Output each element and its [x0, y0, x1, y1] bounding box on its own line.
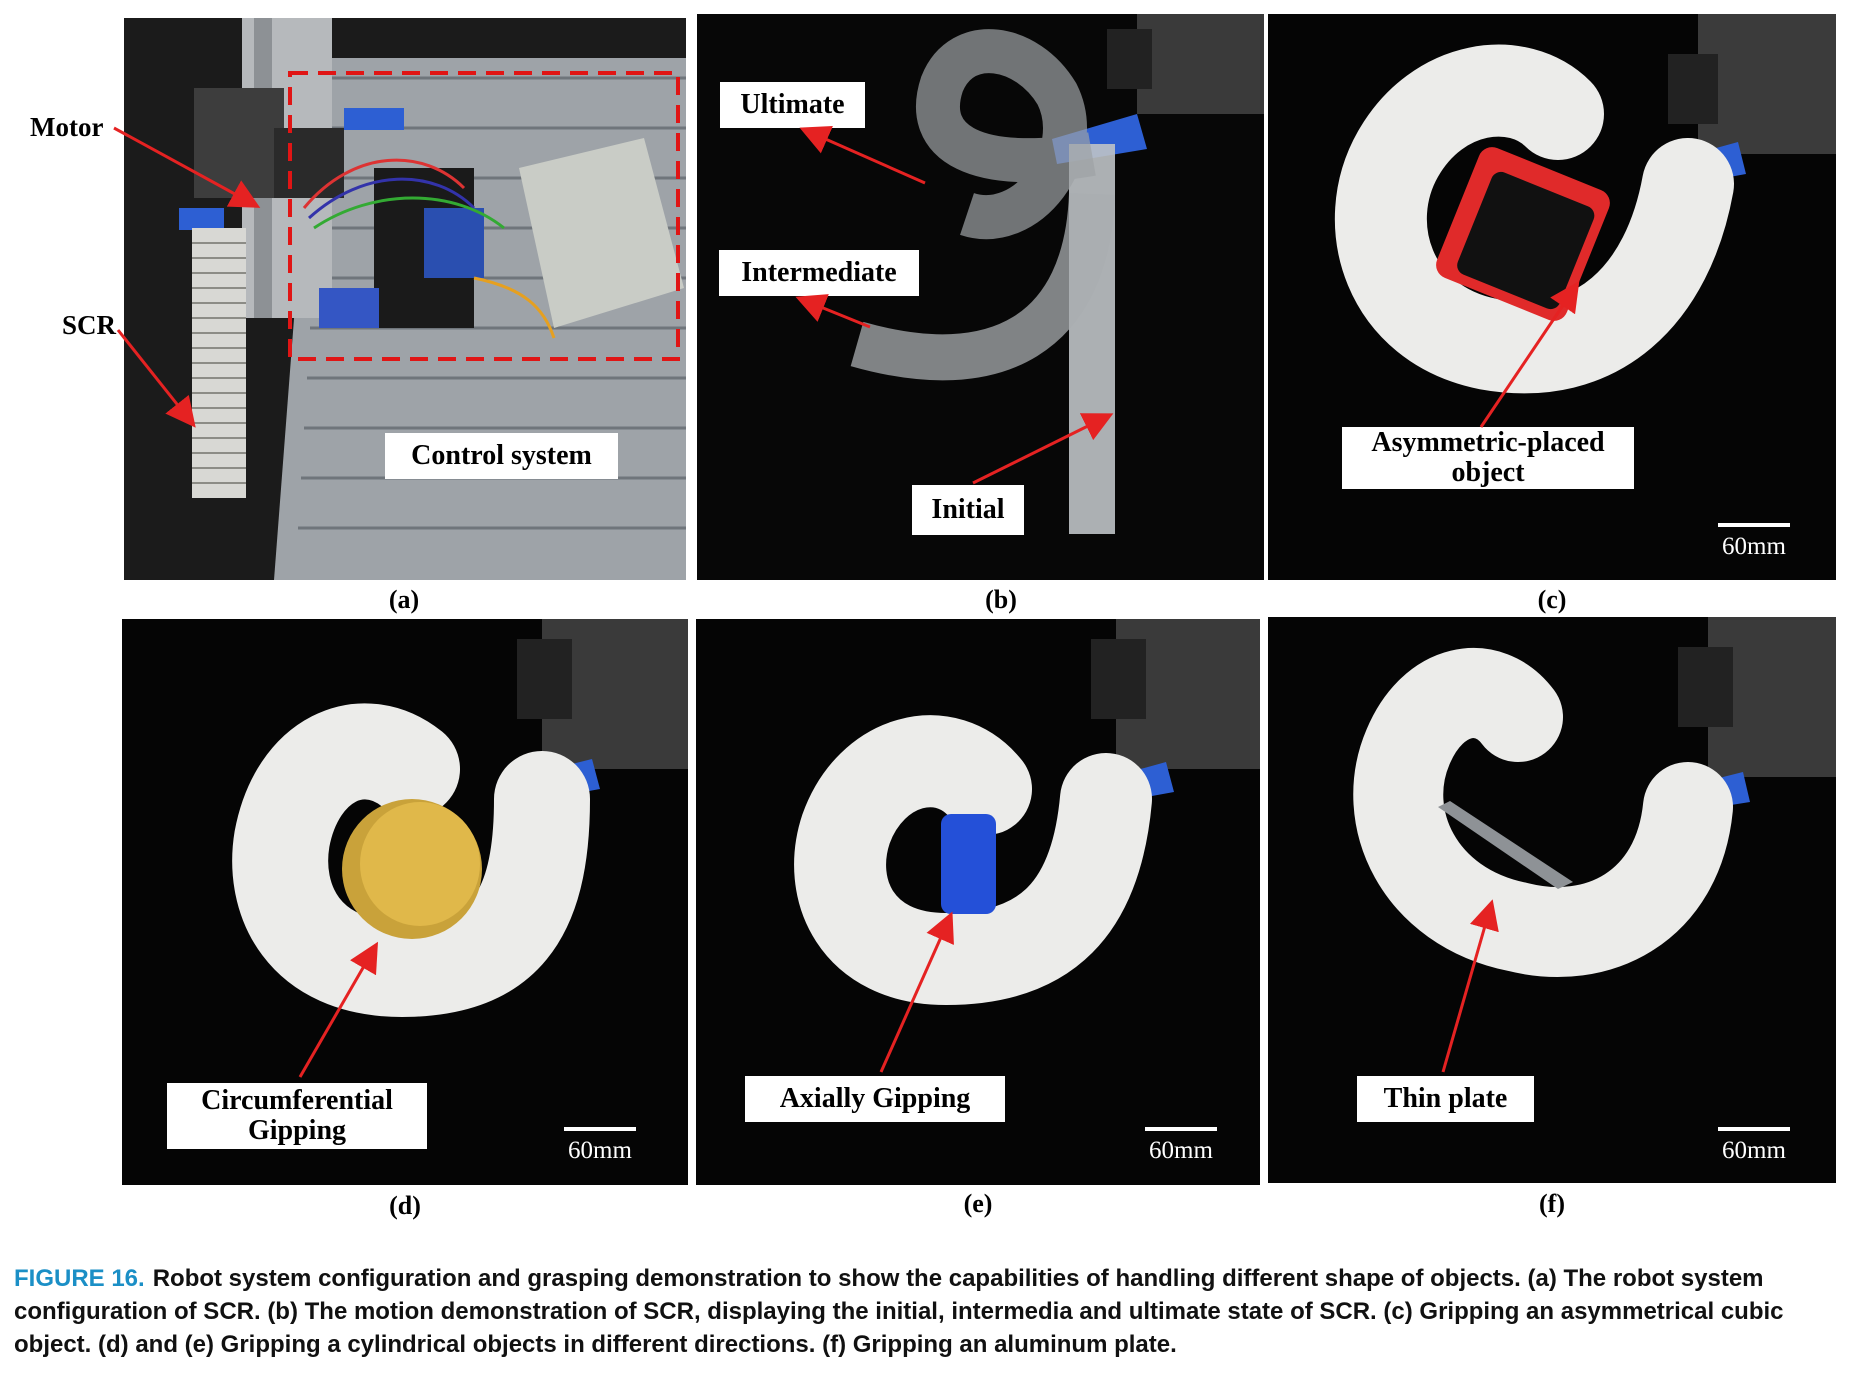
panel-c-photo	[1268, 14, 1836, 580]
robot-system-photo	[124, 18, 686, 580]
panel-a-photo	[124, 18, 686, 580]
scale-bar-line	[1718, 1127, 1790, 1131]
scale-bar-text: 60mm	[1722, 1137, 1786, 1164]
scale-bar-d: 60mm	[555, 1127, 645, 1165]
panel-f-photo	[1268, 617, 1836, 1183]
panel-c-letter: (c)	[1537, 585, 1567, 614]
asymmetric-object-label: Asymmetric-placed object	[1342, 427, 1634, 489]
caption-text: Robot system configuration and grasping …	[14, 1265, 1784, 1358]
panel-e-letter: (e)	[963, 1189, 993, 1218]
axial-label: Axially Gipping	[745, 1076, 1005, 1122]
figure-number: FIGURE 16.	[14, 1265, 145, 1292]
scale-bar-text: 60mm	[1149, 1137, 1213, 1164]
ultimate-label: Ultimate	[720, 82, 865, 128]
asymmetric-gripping-photo	[1268, 14, 1836, 580]
scale-bar-text: 60mm	[1722, 533, 1786, 560]
scale-bar-line	[1718, 523, 1790, 527]
scr-label: SCR	[62, 310, 117, 340]
scale-bar-c: 60mm	[1709, 523, 1799, 561]
thin-plate-gripping-photo	[1268, 617, 1836, 1183]
figure-caption: FIGURE 16.Robot system configuration and…	[14, 1262, 1844, 1361]
scale-bar-text: 60mm	[568, 1137, 632, 1164]
scale-bar-f: 60mm	[1709, 1127, 1799, 1165]
motor-label: Motor	[30, 112, 104, 142]
scale-bar-line	[1145, 1127, 1217, 1131]
circumferential-label: Circumferential Gipping	[167, 1083, 427, 1149]
panel-a-letter: (a)	[388, 585, 420, 614]
scale-bar-e: 60mm	[1136, 1127, 1226, 1165]
scale-bar-line	[564, 1127, 636, 1131]
panel-b-letter: (b)	[985, 585, 1017, 614]
initial-label: Initial	[912, 485, 1024, 535]
panel-f-letter: (f)	[1539, 1189, 1565, 1218]
thin-plate-label: Thin plate	[1357, 1076, 1534, 1122]
intermediate-label: Intermediate	[719, 250, 919, 296]
control-system-label: Control system	[385, 433, 618, 479]
panel-d-letter: (d)	[389, 1191, 421, 1220]
